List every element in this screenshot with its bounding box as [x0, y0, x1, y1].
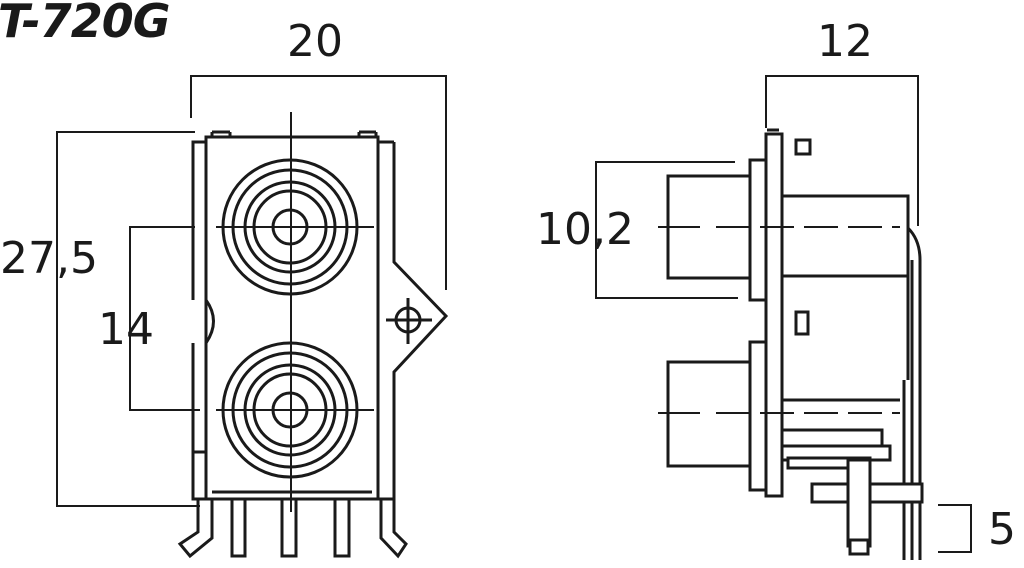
- left-rail-foot: [191, 452, 206, 501]
- left-notch: [204, 299, 215, 344]
- side-jacks: [666, 174, 910, 468]
- dimension-width-label: 20: [287, 16, 343, 67]
- dimension-depth-label: 12: [817, 16, 873, 67]
- pin-right-bent: [379, 499, 408, 559]
- top-latch: [794, 138, 812, 156]
- side-dimension-lines: [595, 75, 972, 553]
- pin-tip: [848, 538, 870, 556]
- pin-left-bent: [177, 499, 214, 559]
- side-rear-pins: [902, 226, 922, 560]
- rear-pin-outer: [906, 226, 922, 560]
- side-panel: [748, 128, 812, 498]
- width-dimension-line: [190, 75, 447, 290]
- upper-bezel: [748, 158, 768, 302]
- front-view: [56, 75, 449, 559]
- dimension-jack-label: 10,2: [536, 204, 634, 255]
- side-center-lines: [658, 226, 900, 414]
- pin-2: [230, 499, 247, 558]
- left-rail-lower: [191, 343, 206, 454]
- jack-dimension-line: [595, 161, 738, 299]
- pin-dimension-line: [938, 504, 972, 553]
- pin-4: [333, 499, 351, 558]
- front-center-lines: [216, 112, 374, 512]
- vertical-pin-block: [846, 458, 872, 548]
- right-mounting-flange: [378, 142, 449, 501]
- height-dimension-line: [56, 131, 200, 507]
- side-brackets: [780, 428, 924, 556]
- dimension-pin-label: 5: [988, 504, 1016, 555]
- front-pins: [177, 499, 408, 559]
- left-rail-upper: [191, 140, 206, 300]
- front-dimension-lines: [56, 75, 447, 507]
- front-panel-plate: [764, 132, 784, 498]
- middle-latch: [794, 310, 810, 336]
- pin-3: [280, 499, 298, 558]
- mounting-hole: [386, 298, 432, 344]
- dimension-spacing-label: 14: [98, 304, 154, 355]
- spacing-dimension-line: [129, 226, 200, 411]
- side-view: [595, 75, 972, 560]
- depth-dimension-line: [765, 75, 919, 226]
- part-number-title: T-720G: [0, 0, 170, 48]
- lower-bezel: [748, 340, 768, 492]
- dimension-height-label: 27,5: [0, 233, 98, 284]
- rear-housing: [782, 194, 910, 380]
